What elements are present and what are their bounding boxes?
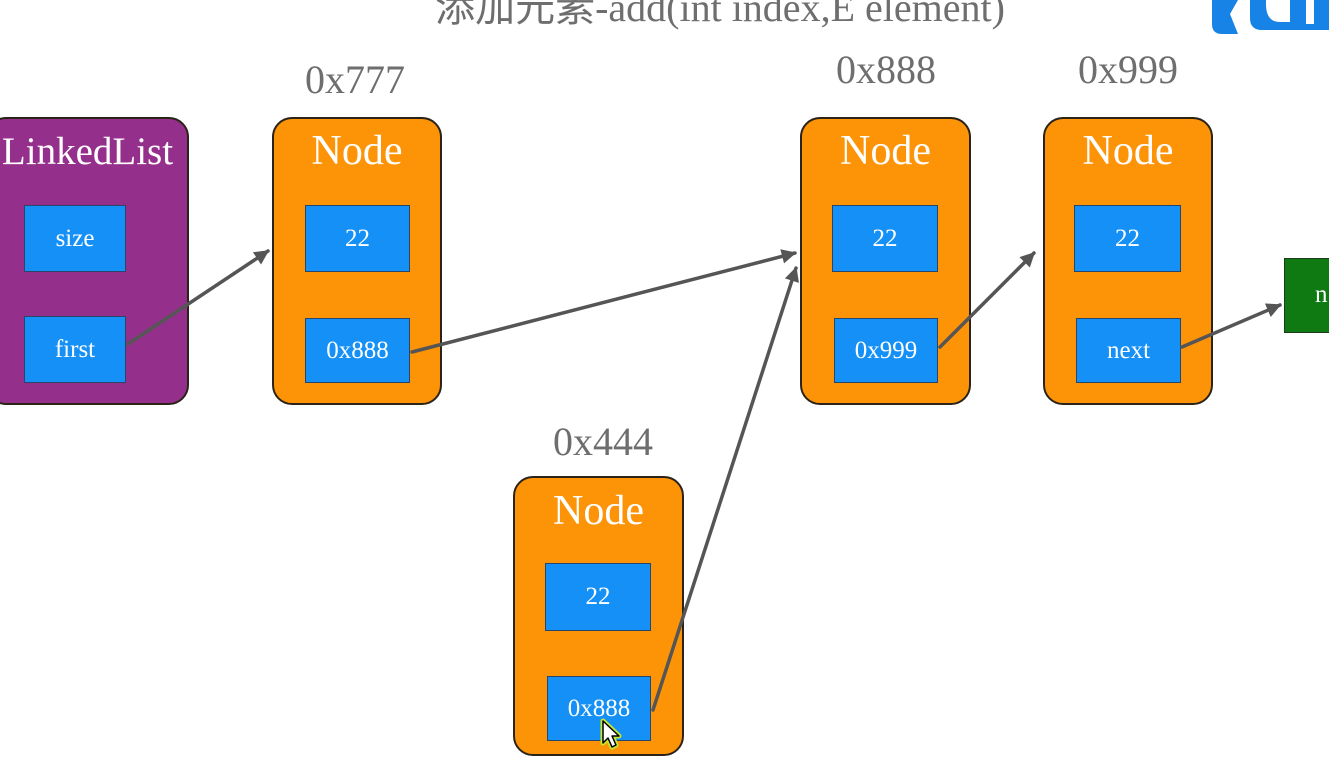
node-title: Node (553, 488, 644, 534)
node-item-field: 22 (1074, 205, 1181, 272)
node-next-field: 0x888 (547, 676, 651, 741)
node-0x444: Node 22 0x888 (513, 476, 684, 756)
linkedlist-first-field: first (24, 316, 126, 383)
slide-title: 添加元素-add(int index,E element) (435, 0, 1005, 30)
address-label-0x777: 0x777 (305, 57, 405, 102)
arrow-node-0x777-to-node-0x888 (410, 249, 797, 354)
linkedlist-title: LinkedList (1, 130, 174, 173)
address-label-0x444: 0x444 (553, 419, 653, 464)
node-0x777: Node 22 0x888 (272, 117, 442, 405)
address-label-0x888: 0x888 (836, 47, 936, 92)
address-label-0x999: 0x999 (1078, 47, 1178, 92)
node-title: Node (311, 128, 403, 174)
terminal-label: n (1315, 281, 1328, 308)
node-next-field: 0x999 (834, 318, 938, 383)
node-next-field: next (1076, 318, 1181, 383)
linkedlist-size-field: size (24, 205, 126, 272)
node-title: Node (840, 128, 931, 174)
node-item-field: 22 (545, 563, 651, 631)
node-next-field: 0x888 (305, 318, 410, 383)
linkedlist-object: LinkedList size first (0, 117, 189, 405)
node-item-field: 22 (305, 205, 410, 272)
node-0x999: Node 22 next (1043, 117, 1213, 405)
brand-logo (1212, 0, 1329, 34)
node-0x888: Node 22 0x999 (800, 117, 971, 405)
mouse-pointer-icon (600, 718, 622, 750)
node-item-field: 22 (832, 205, 938, 272)
terminal-box: n (1284, 258, 1329, 333)
node-title: Node (1082, 128, 1174, 174)
